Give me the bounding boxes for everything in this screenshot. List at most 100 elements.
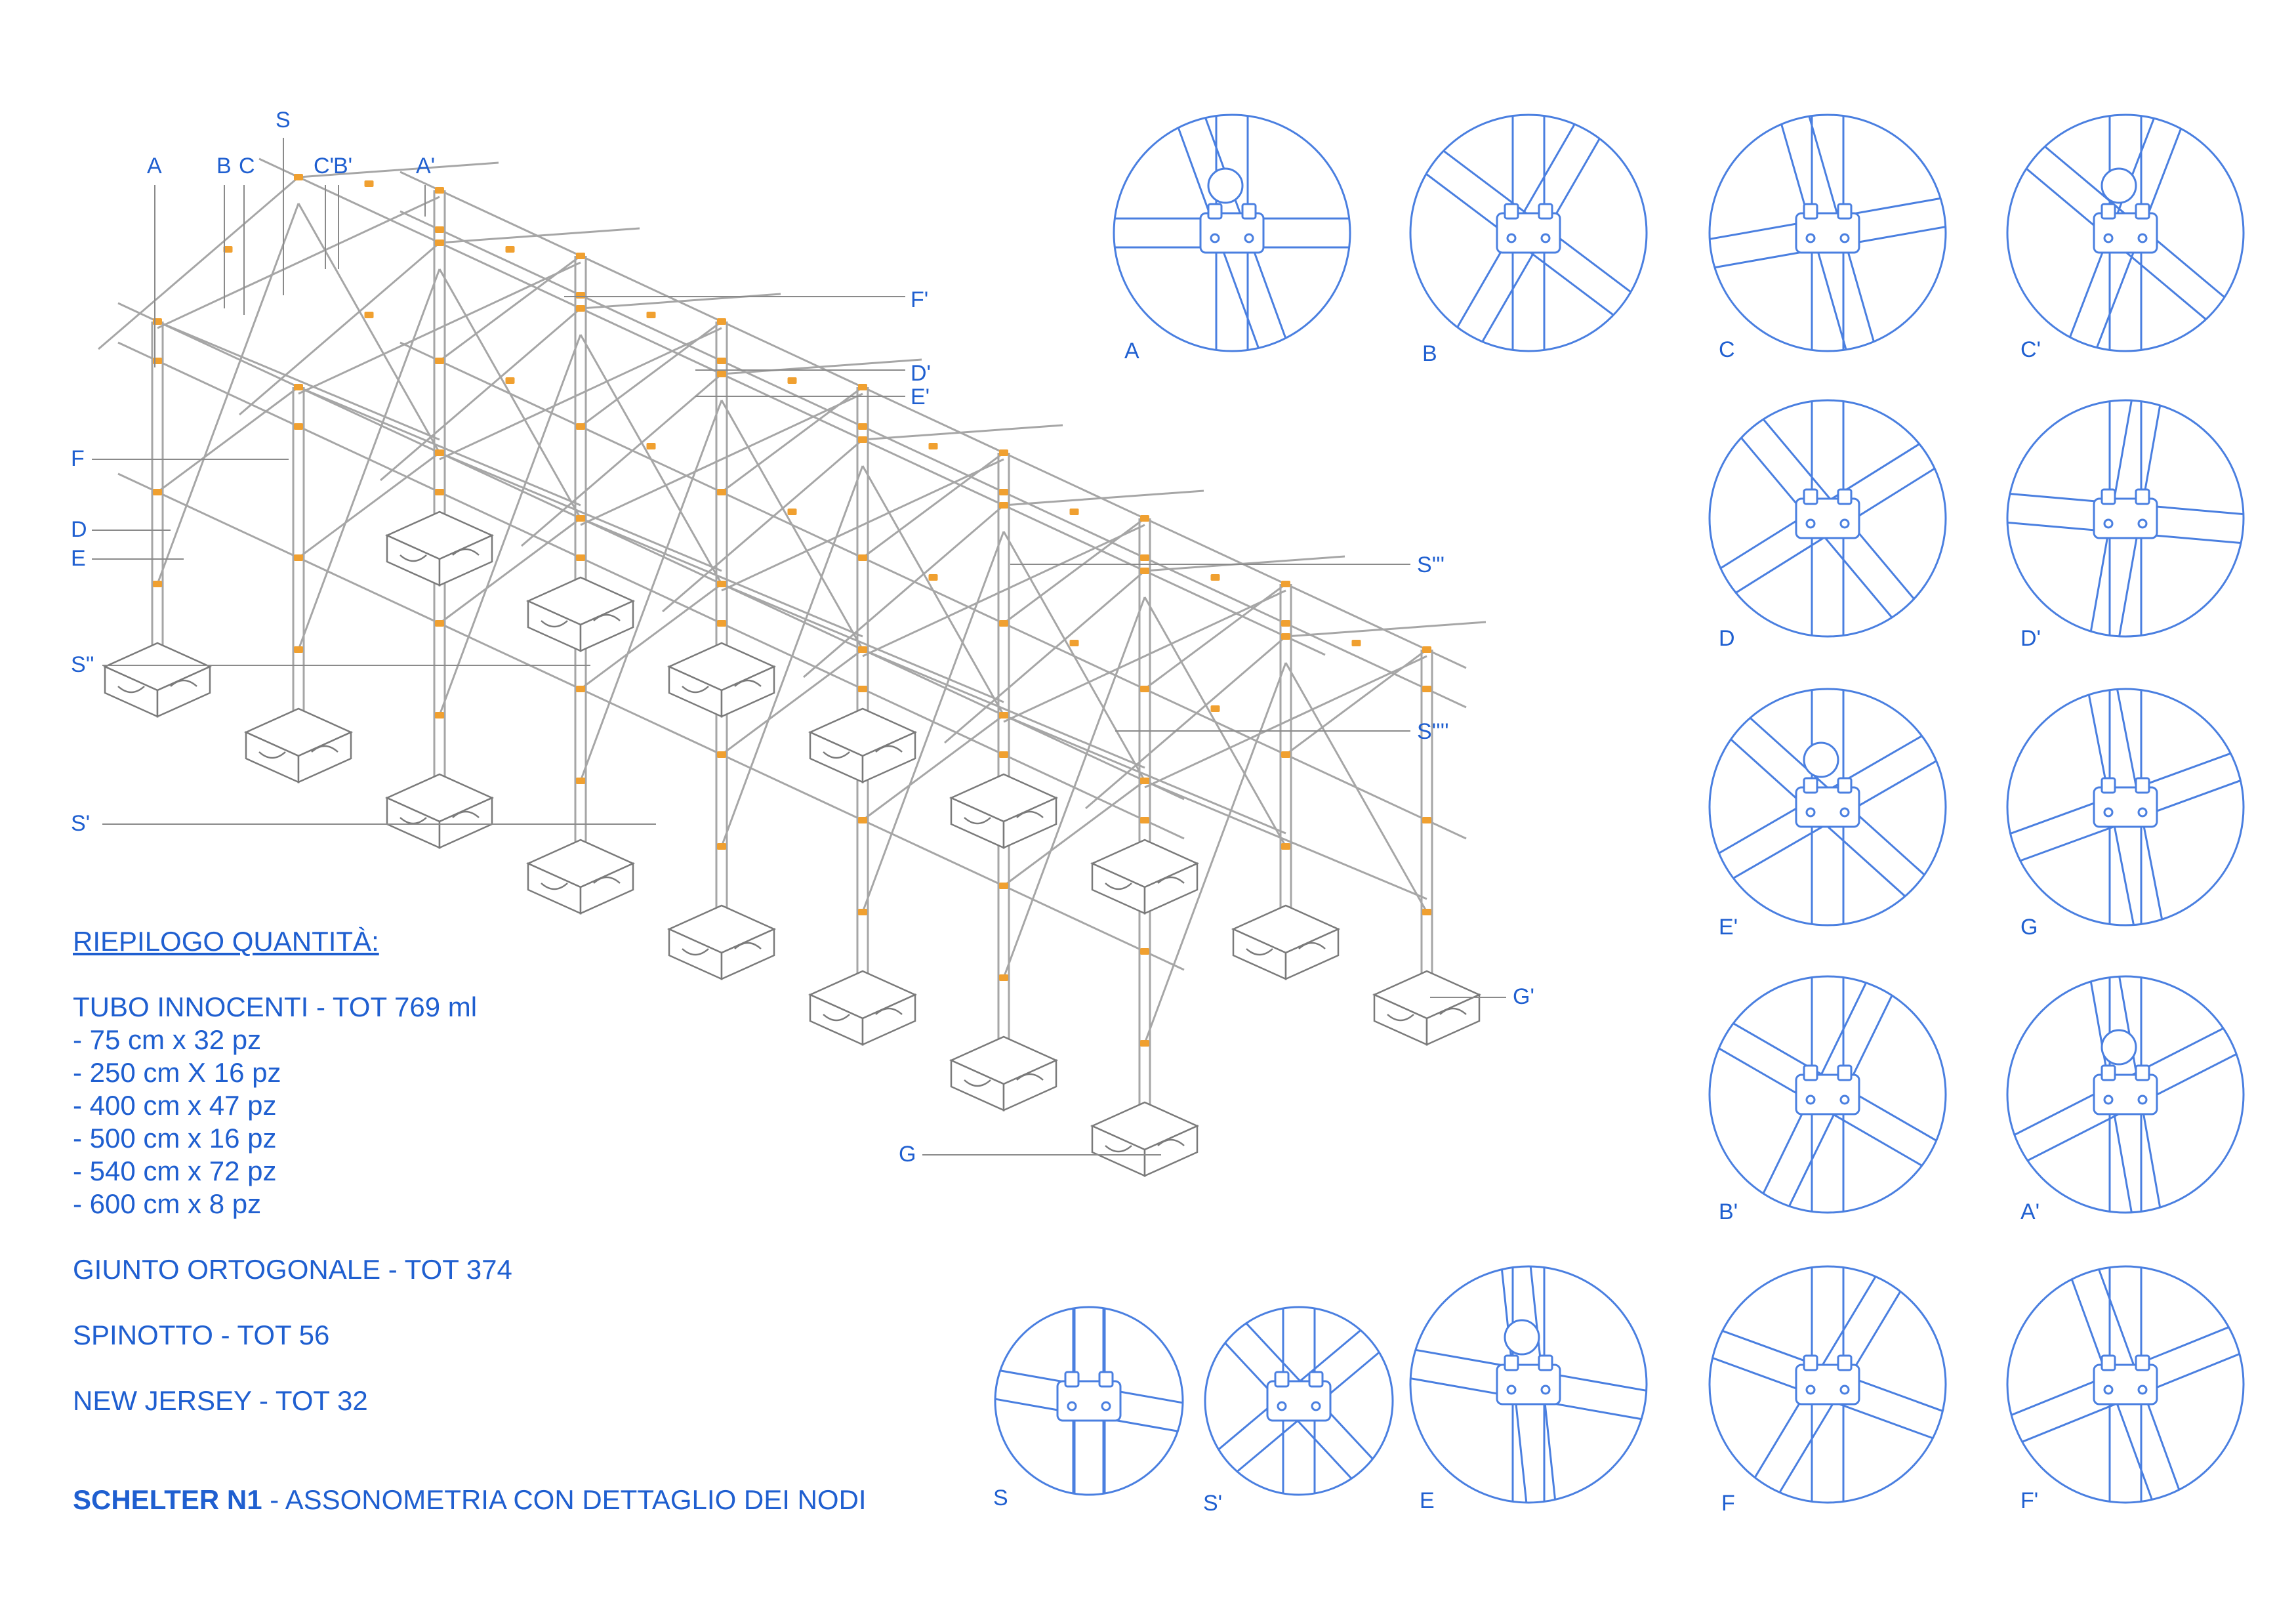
joint: [999, 489, 1008, 495]
new-jersey-base: [102, 642, 213, 718]
detail-outline: [1409, 114, 1648, 352]
detail-outline: [2006, 399, 2245, 638]
new-jersey-base: [949, 1035, 1059, 1112]
joint: [294, 646, 303, 653]
coupler-bolt: [1803, 1354, 1818, 1371]
detail-outline: [1708, 114, 1947, 352]
tie-tube: [580, 392, 863, 526]
base-groove: [258, 745, 338, 759]
coupler-bolt: [1837, 203, 1853, 220]
joint: [364, 180, 374, 187]
detail-label-D-prime: D': [2020, 626, 2041, 651]
bolt-head: [2103, 518, 2114, 529]
joint: [1422, 686, 1431, 692]
bolt-head: [1067, 1401, 1077, 1411]
bay-brace: [439, 255, 581, 362]
rafter-tube: [803, 504, 1004, 678]
rafter-tube: [439, 227, 640, 244]
tube-end: [1207, 167, 1244, 204]
detail-tubes: [1710, 115, 1946, 351]
detail-tubes: [1410, 1266, 1647, 1503]
bay-brace: [721, 648, 863, 756]
axo-label-G-prime: G': [1513, 984, 1534, 1009]
bay-brace: [157, 386, 299, 493]
bay-brace: [862, 451, 1004, 559]
coupler-bolt: [1803, 203, 1818, 220]
base-groove: [823, 745, 903, 759]
rafter-tube: [239, 241, 440, 416]
joint: [999, 974, 1008, 981]
bay-brace: [721, 386, 863, 493]
joint: [576, 554, 585, 561]
joint: [223, 246, 233, 253]
coupler-bolt: [2135, 777, 2150, 794]
base-groove: [1105, 1138, 1185, 1153]
joint: [999, 449, 1008, 456]
brace-tube: [721, 583, 1004, 703]
joint: [576, 423, 585, 430]
detail-label-E: E: [1420, 1488, 1435, 1513]
leader-lines: [92, 138, 1506, 1156]
joint: [1140, 515, 1149, 522]
bolt-head: [1311, 1401, 1321, 1411]
joint: [435, 620, 444, 627]
quantity-summary: RIEPILOGO QUANTITÀ: TUBO INNOCENTI - TOT…: [73, 925, 512, 1417]
new-jersey-base: [525, 576, 636, 652]
detail-label-S-prime: S': [1203, 1491, 1223, 1516]
coupler-bolt: [1837, 488, 1853, 505]
coupler-bolt: [1803, 488, 1818, 505]
joint: [787, 377, 797, 384]
new-jersey-base: [1090, 839, 1200, 915]
tie-tube: [862, 524, 1145, 657]
joint: [1281, 581, 1290, 587]
detail-circle: [2006, 399, 2245, 638]
bolt-head: [1210, 233, 1220, 243]
bolt-head: [1506, 233, 1517, 243]
joint: [1281, 620, 1290, 627]
base-groove: [541, 614, 621, 628]
detail-circle: [1204, 1306, 1394, 1496]
joint: [294, 423, 303, 430]
new-jersey-bases: [102, 510, 1482, 1177]
joint: [858, 909, 867, 915]
new-jersey-base: [949, 773, 1059, 849]
joint: [717, 620, 726, 627]
detail-circle: [1708, 1265, 1947, 1504]
new-jersey-base: [384, 510, 495, 587]
joint: [1140, 554, 1149, 561]
bolt-head: [1805, 233, 1816, 243]
bay-brace: [439, 517, 581, 625]
joint: [1422, 909, 1431, 915]
bolt-head: [2137, 518, 2148, 529]
bay-brace: [580, 320, 722, 428]
axo-label-S: S: [276, 108, 291, 133]
base-groove: [400, 548, 480, 562]
joint: [1140, 1040, 1149, 1047]
coupler-bolt: [1837, 777, 1853, 794]
base-groove: [682, 679, 762, 694]
tubo-item: - 540 cm x 72 pz: [73, 1156, 277, 1186]
joint: [294, 554, 303, 561]
coupler-bolt: [1274, 1371, 1290, 1388]
detail-tubes: [2007, 400, 2244, 636]
joint: [858, 646, 867, 653]
joint: [1210, 574, 1220, 581]
joint: [717, 751, 726, 758]
giunto-ortogonale: GIUNTO ORTOGONALE - TOT 374: [73, 1254, 512, 1285]
coupler-bolt: [1538, 203, 1553, 220]
detail-label-A: A: [1124, 339, 1139, 364]
axo-label-S-prime: S': [71, 811, 91, 836]
bay-brace: [580, 583, 722, 690]
joint: [717, 318, 726, 325]
joint: [717, 489, 726, 495]
joint: [576, 778, 585, 784]
joint: [717, 371, 726, 377]
joint: [1069, 640, 1079, 646]
detail-label-C: C: [1719, 337, 1735, 362]
rafter-tube: [862, 424, 1063, 441]
coupler-bolt: [1837, 1354, 1853, 1371]
axo-label-C: C: [239, 154, 255, 178]
tie-tube: [157, 196, 440, 329]
tubo-item: - 250 cm X 16 pz: [73, 1057, 281, 1088]
